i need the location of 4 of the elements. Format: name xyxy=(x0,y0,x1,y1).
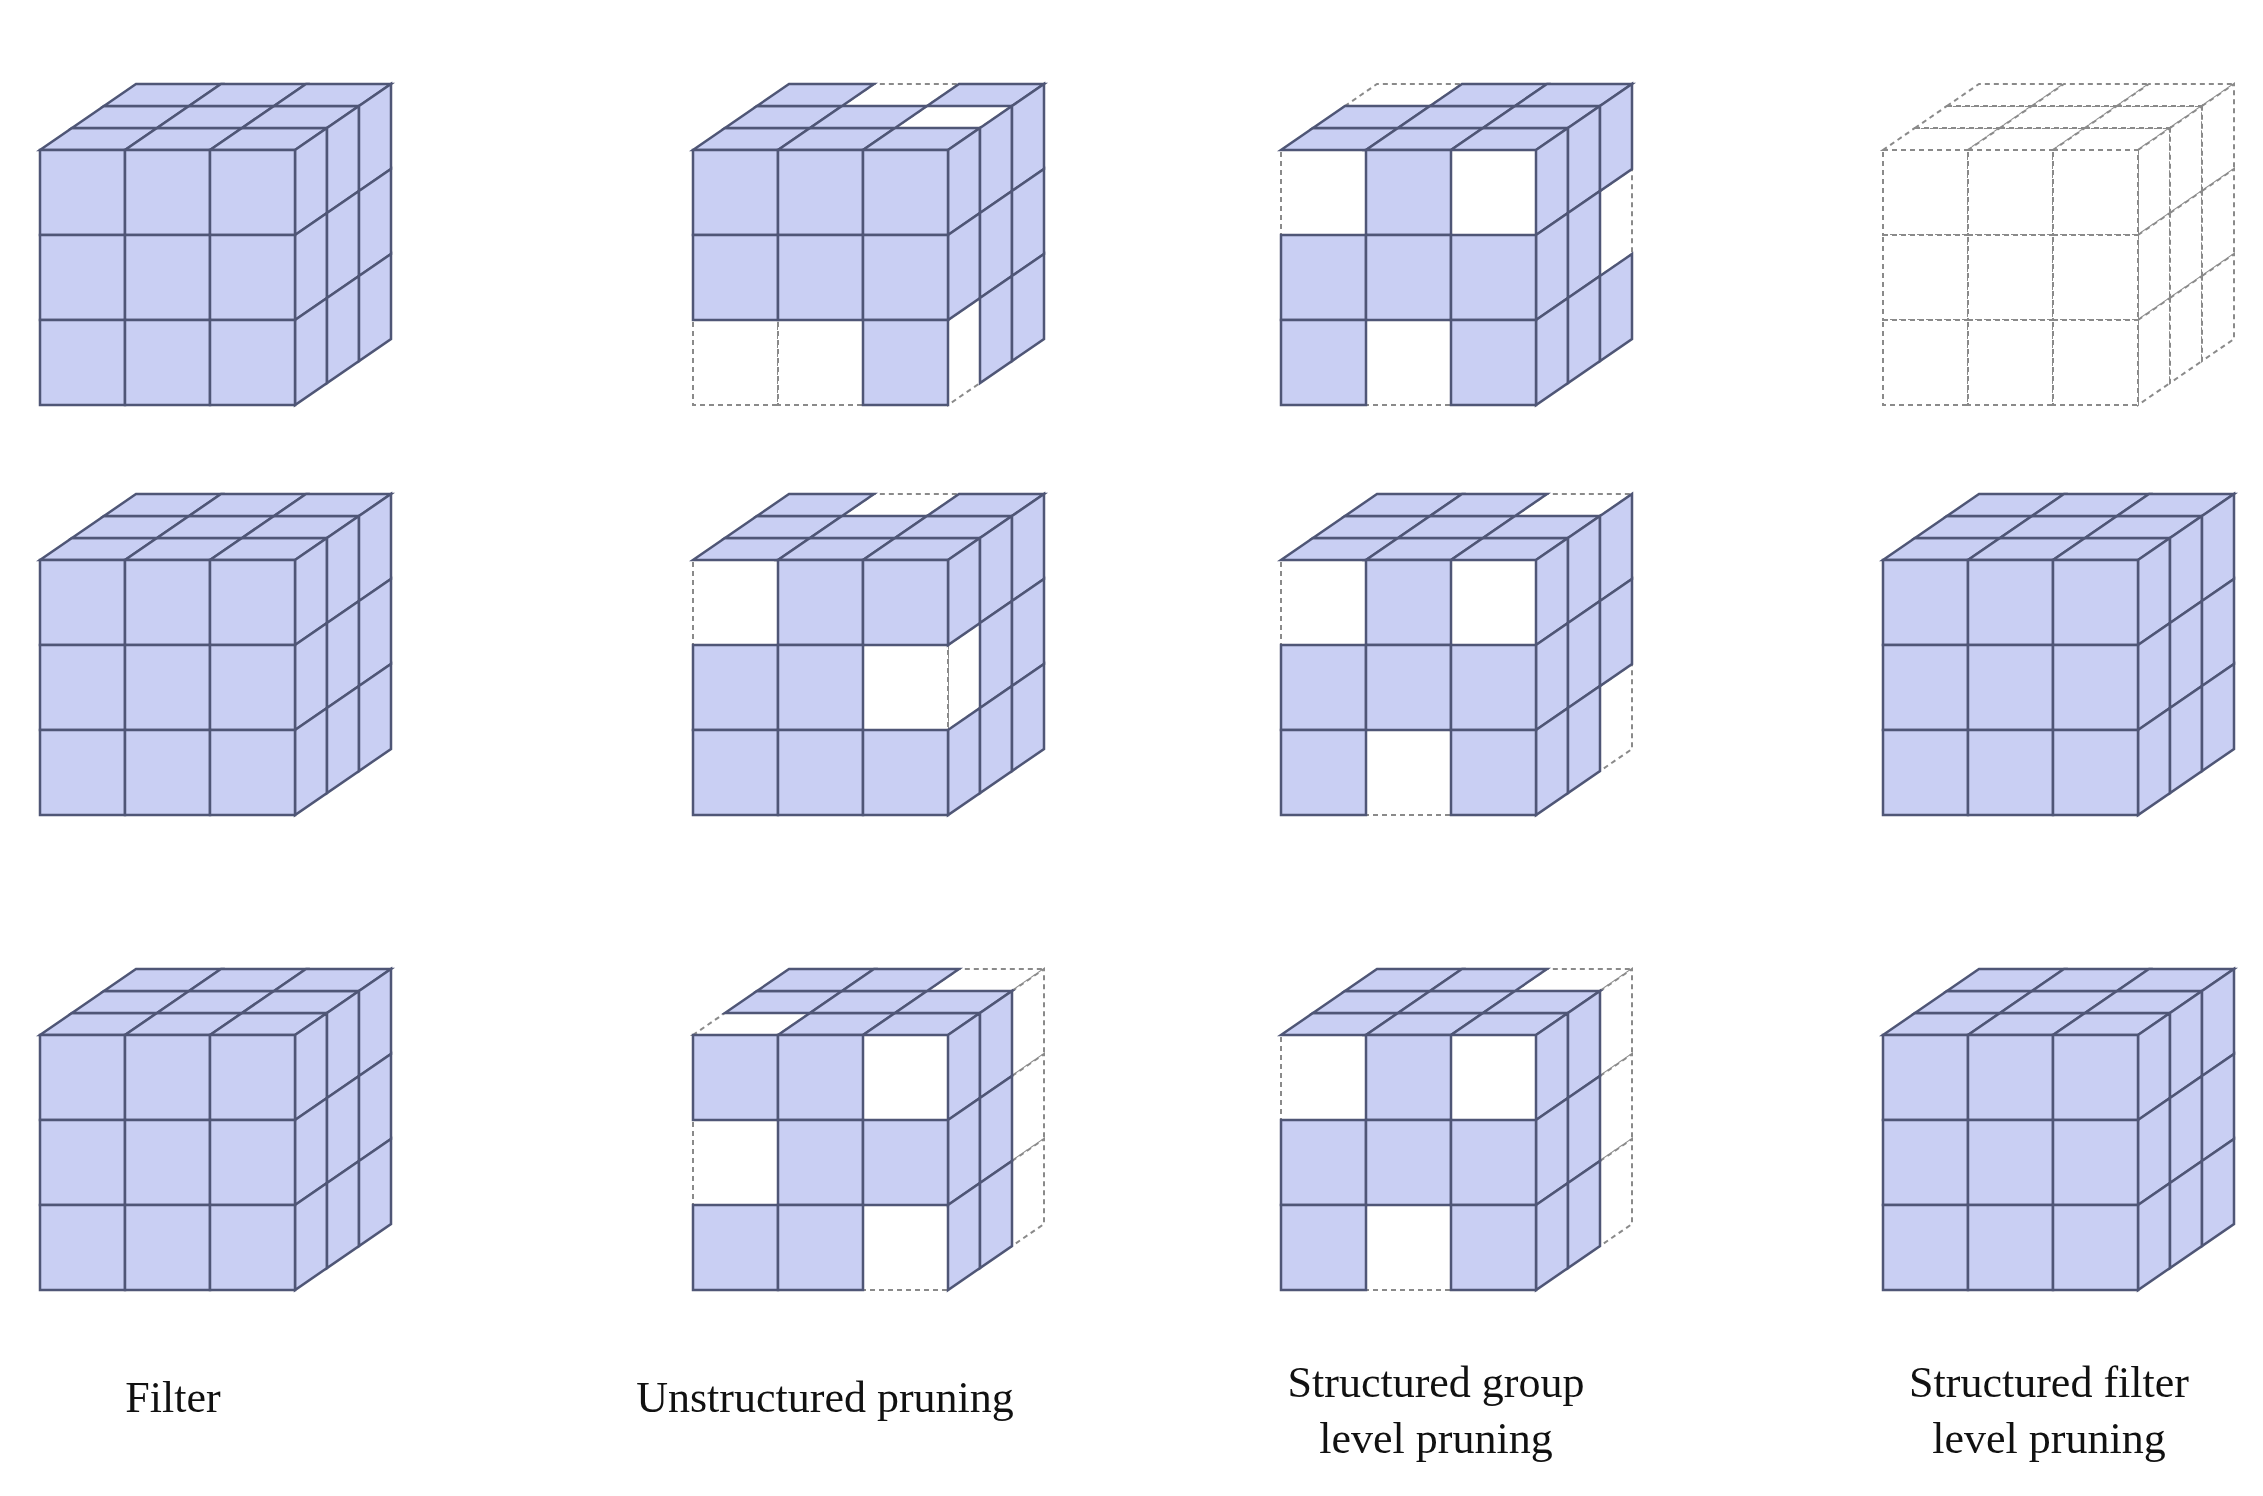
column-caption: Structured filter level pruning xyxy=(1908,1357,2190,1465)
column-caption: Structured group level pruning xyxy=(1286,1357,1586,1465)
column-caption: Unstructured pruning xyxy=(635,1372,1015,1424)
column-caption: Filter xyxy=(124,1372,222,1424)
